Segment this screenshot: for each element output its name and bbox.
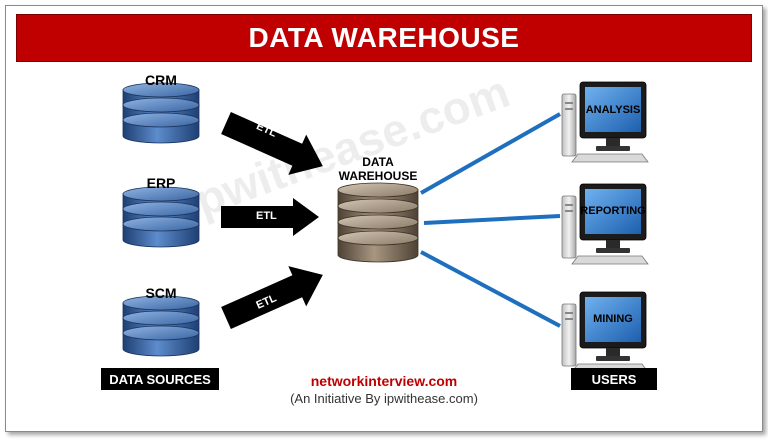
data-warehouse-database-icon xyxy=(337,182,419,263)
reporting-computer-icon xyxy=(561,183,649,265)
footer-tagline: (An Initiative By ipwithease.com) xyxy=(290,391,478,406)
crm-database-icon xyxy=(122,82,200,144)
etl-arrow-middle xyxy=(221,198,319,236)
data-sources-caption: DATA SOURCES xyxy=(101,368,219,390)
source-label-scm: SCM xyxy=(145,285,177,301)
user-label-mining: MINING xyxy=(593,313,633,325)
source-label-crm: CRM xyxy=(145,72,177,88)
diagram-canvas xyxy=(122,81,649,373)
analysis-computer-icon xyxy=(561,81,649,163)
etl-arrow-top xyxy=(221,112,323,175)
etl-arrow-bottom xyxy=(221,266,323,329)
title-banner: DATA WAREHOUSE xyxy=(16,14,752,62)
connector-line-reporting xyxy=(423,214,561,225)
connector-line-mining xyxy=(420,250,561,328)
users-caption: USERS xyxy=(571,368,657,390)
scm-database-icon xyxy=(122,295,200,357)
warehouse-label-line2: WAREHOUSE xyxy=(338,169,418,183)
warehouse-label: DATA WAREHOUSE xyxy=(339,155,418,183)
warehouse-label-line1: DATA xyxy=(362,155,394,169)
source-label-erp: ERP xyxy=(146,175,176,191)
erp-database-icon xyxy=(122,186,200,248)
connector-line-analysis xyxy=(420,112,561,195)
page-title: DATA WAREHOUSE xyxy=(248,22,520,53)
user-label-analysis: ANALYSIS xyxy=(585,104,641,116)
mining-computer-icon xyxy=(561,291,649,373)
etl-label-middle: ETL xyxy=(256,210,277,222)
user-label-reporting: REPORTING xyxy=(580,205,646,217)
footer-site: networkinterview.com xyxy=(310,373,458,389)
diagram-frame: DATA WAREHOUSE ipwithease.com xyxy=(5,5,763,432)
